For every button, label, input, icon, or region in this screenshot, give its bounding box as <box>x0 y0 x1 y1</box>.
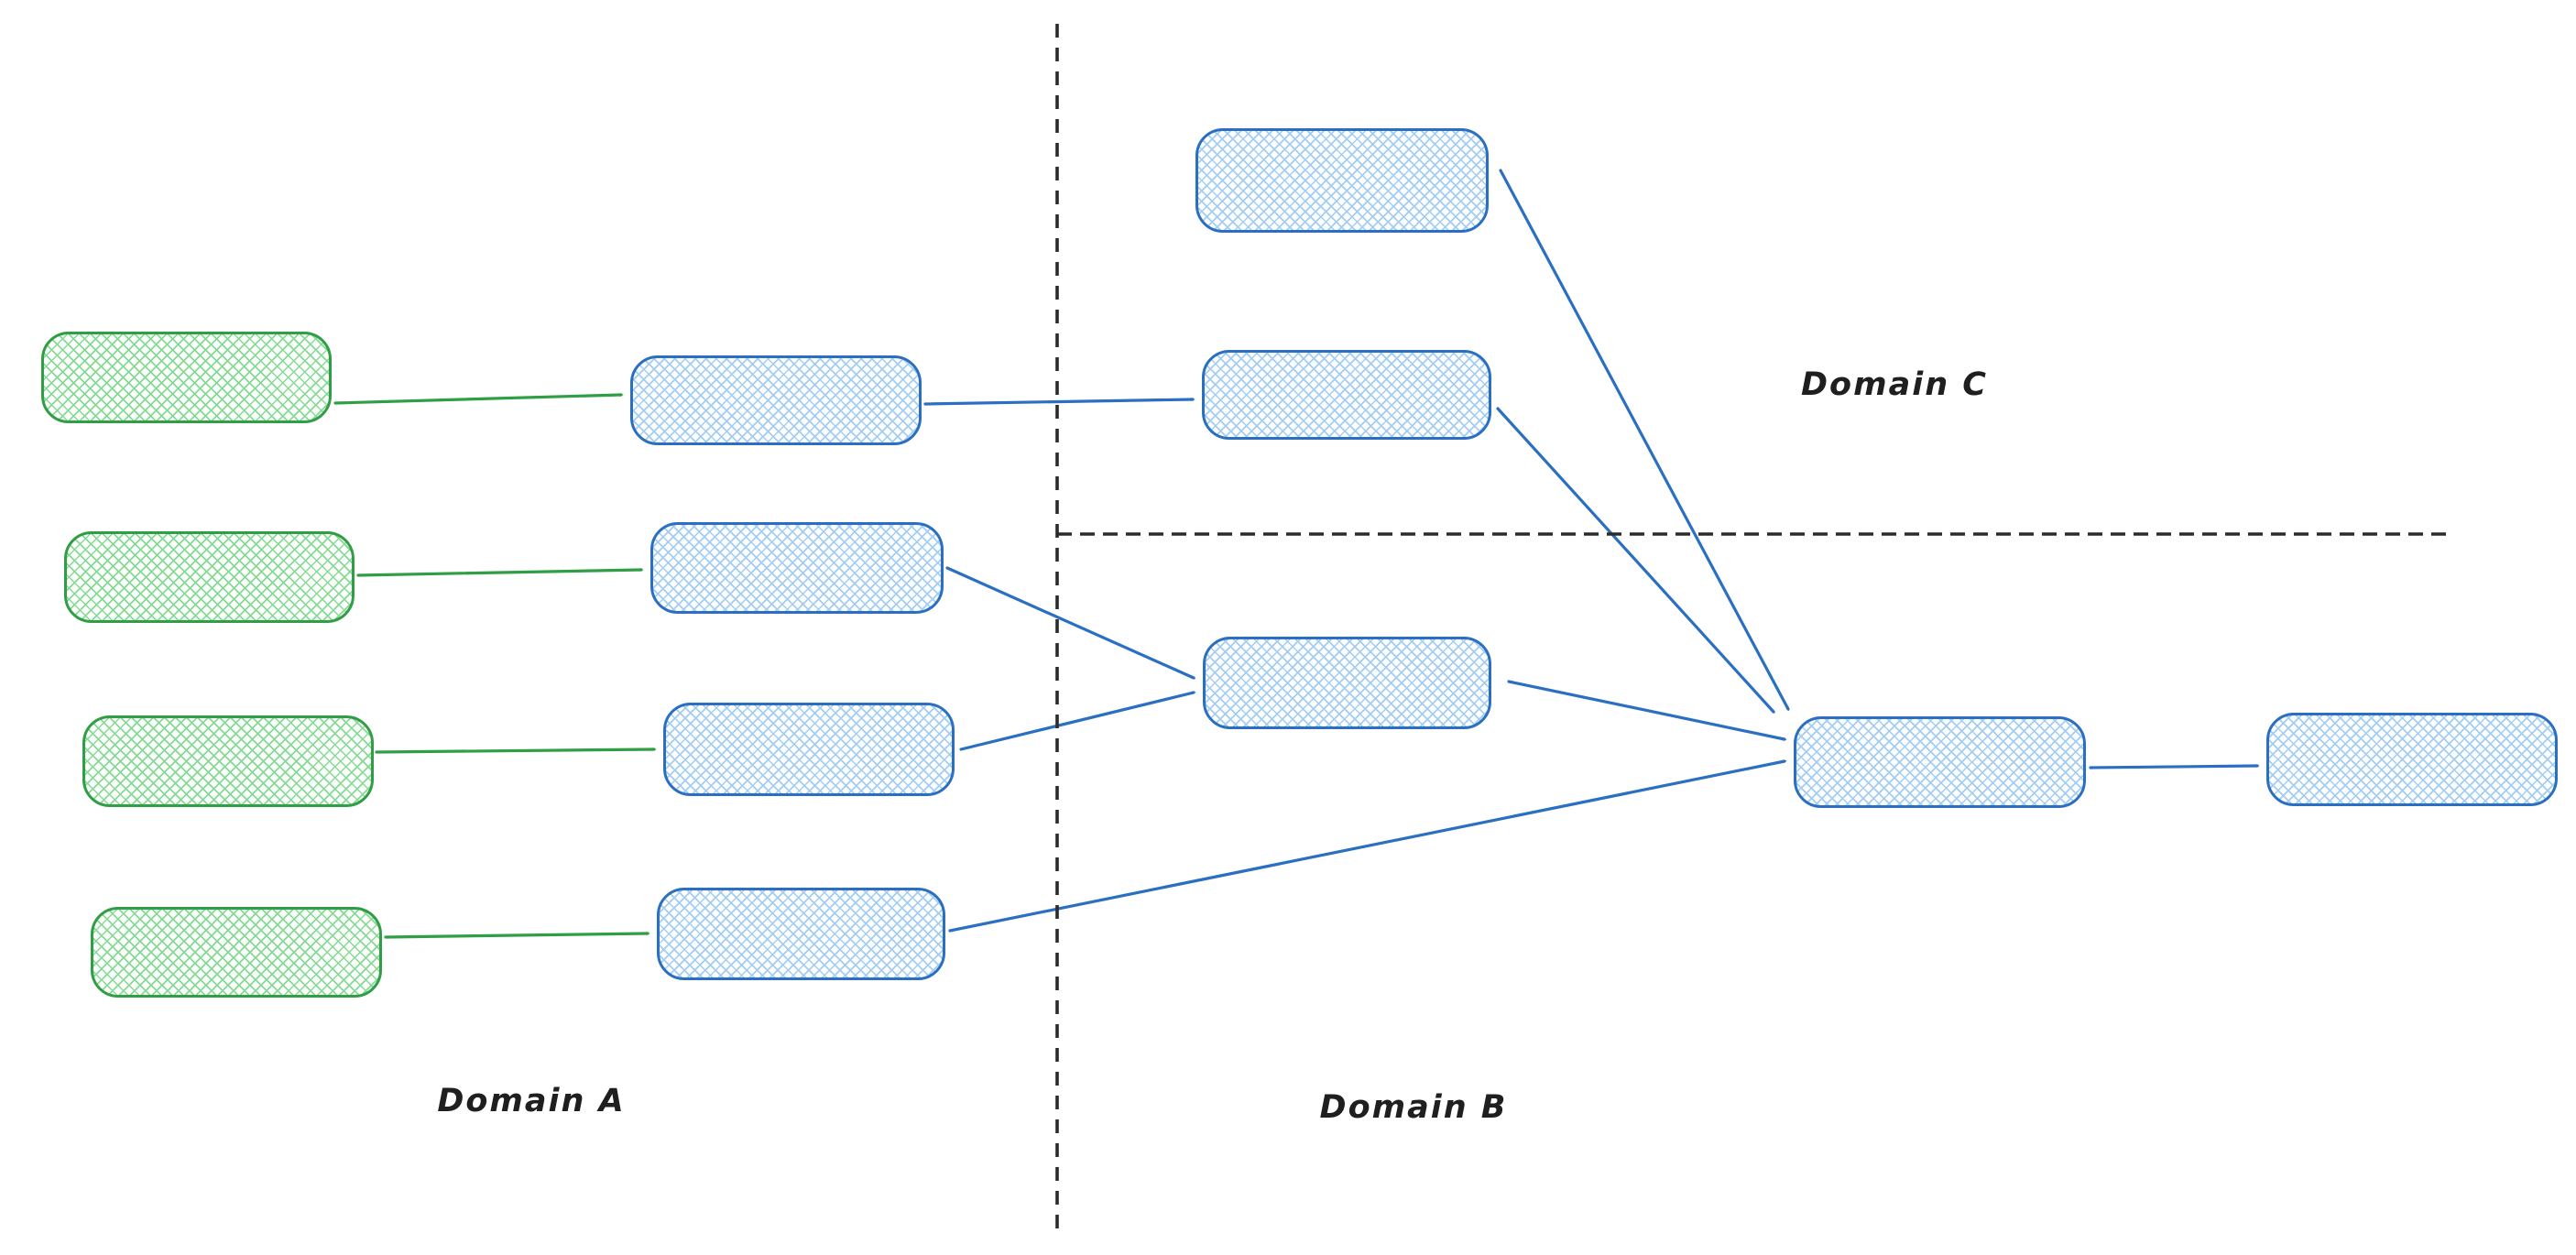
arrow-a4-m4[interactable] <box>384 933 648 937</box>
arrow-a1-m1[interactable] <box>333 395 621 403</box>
blue-box-end[interactable] <box>2266 713 2558 806</box>
domain-b-label[interactable]: Domain B <box>1319 1089 1508 1126</box>
blue-box-b-upper[interactable] <box>1202 350 1491 440</box>
arrow-a3-m3[interactable] <box>375 749 654 752</box>
blue-box-hub[interactable] <box>1794 716 2086 808</box>
green-box-a1[interactable] <box>41 332 332 423</box>
blue-box-b-top[interactable] <box>1195 128 1489 233</box>
green-box-a3[interactable] <box>82 715 374 807</box>
blue-box-m1[interactable] <box>630 355 922 445</box>
arrow-m1-bupper[interactable] <box>923 399 1193 404</box>
blue-box-m2[interactable] <box>650 522 944 614</box>
arrow-hub-end[interactable] <box>2089 766 2257 768</box>
arrow-m2-blower[interactable] <box>945 566 1194 678</box>
green-box-a2[interactable] <box>64 531 355 623</box>
arrow-m4-hub[interactable] <box>948 761 1785 933</box>
arrow-a2-m2[interactable] <box>356 570 641 575</box>
arrow-blower-hub[interactable] <box>1507 680 1785 739</box>
blue-box-m4[interactable] <box>657 888 945 980</box>
green-box-a4[interactable] <box>91 907 382 998</box>
arrow-bupper-hub[interactable] <box>1496 407 1774 712</box>
blue-box-b-lower[interactable] <box>1203 637 1491 729</box>
arrow-btop-hub[interactable] <box>1499 169 1790 709</box>
arrow-m3-blower[interactable] <box>959 693 1194 751</box>
domain-c-label[interactable]: Domain C <box>1801 366 1988 403</box>
blue-box-m3[interactable] <box>663 703 955 796</box>
domain-a-label[interactable]: Domain A <box>437 1083 626 1119</box>
